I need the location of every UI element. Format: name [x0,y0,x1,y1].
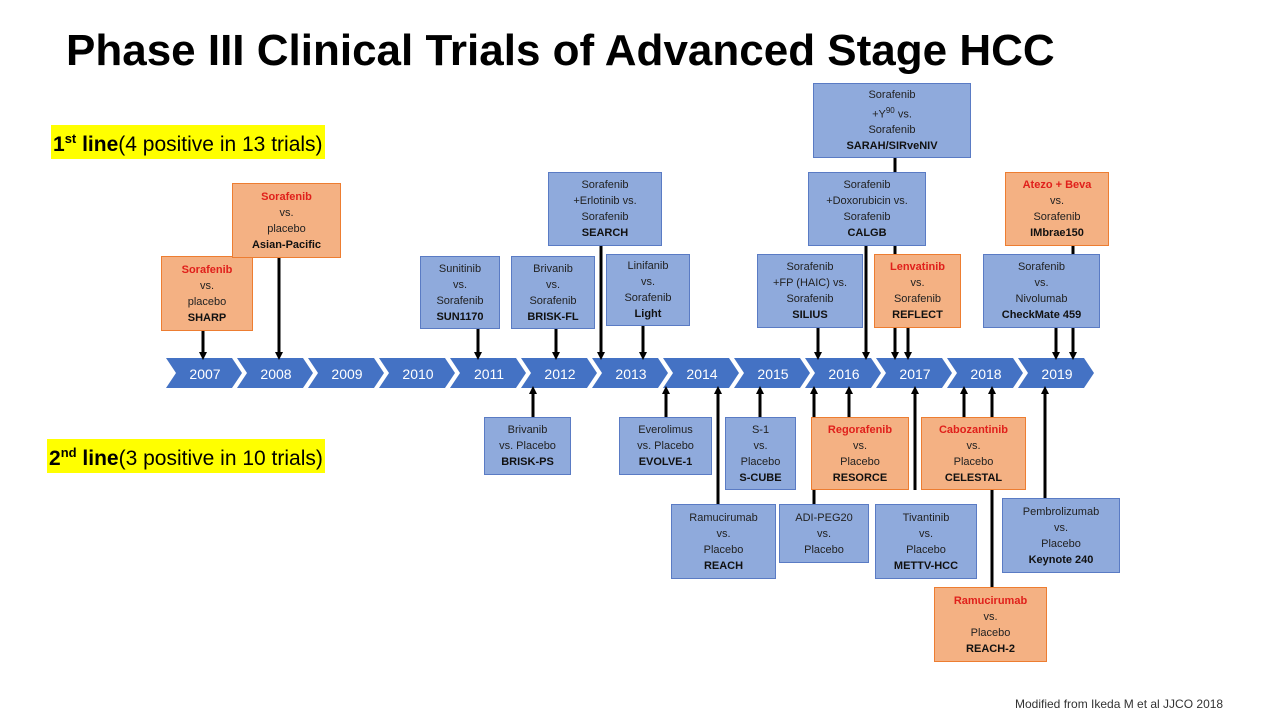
year-chevron [592,358,668,388]
year-chevron [308,358,384,388]
year-chevron [379,358,455,388]
year-label: 2018 [970,366,1002,382]
year-label: 2011 [473,366,505,382]
year-label: 2013 [615,366,647,382]
year-chevron [947,358,1023,388]
year-chevron [805,358,881,388]
year-label: 2015 [757,366,789,382]
footnote: Modified from Ikeda M et al JJCO 2018 [1015,697,1224,711]
year-label: 2007 [189,366,221,382]
year-chevron [876,358,952,388]
year-chevrons [166,358,1094,388]
year-chevron [521,358,597,388]
year-chevron [450,358,526,388]
year-label: 2019 [1041,366,1073,382]
year-label: 2012 [544,366,576,382]
second-line-label: 2nd line(3 positive in 10 trials) [47,439,325,473]
slide-title: Phase III Clinical Trials of Advanced St… [66,26,1055,75]
year-chevron [166,358,242,388]
year-label: 2010 [402,366,434,382]
year-chevron [1018,358,1094,388]
year-chevron [663,358,739,388]
first-line-label: 1st line(4 positive in 13 trials) [51,125,325,159]
year-label: 2016 [828,366,860,382]
year-label: 2017 [899,366,931,382]
year-chevron [237,358,313,388]
year-label: 2008 [260,366,292,382]
year-chevron [734,358,810,388]
year-label: 2009 [331,366,363,382]
year-label: 2014 [686,366,718,382]
